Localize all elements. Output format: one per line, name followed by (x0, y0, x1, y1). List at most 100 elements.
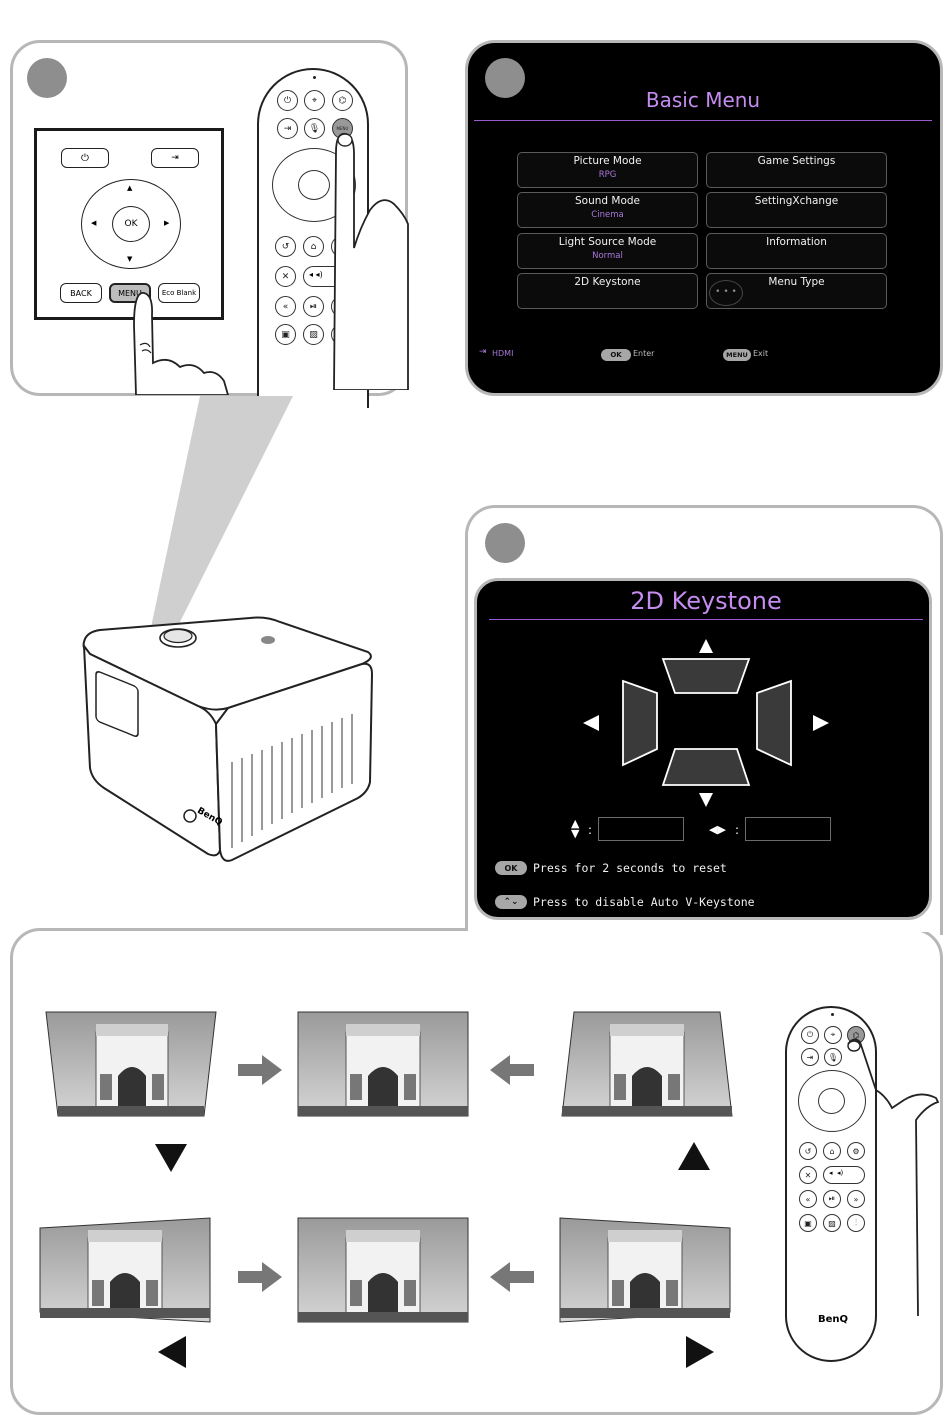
menu-item-picture-mode[interactable]: Picture Mode RPG (517, 152, 698, 188)
volume-rocker[interactable]: ◂ ◂) (823, 1166, 865, 1184)
back-icon[interactable]: ↺ (799, 1142, 817, 1160)
down-arrow-icon: ▼ (127, 255, 133, 263)
remote-control-full: ⏻ ⌖ ⌬ ⇥ 🎙 ↺ ⌂ ⚙ ✕ ◂ ◂) « ⏯ » ▣ ▨ ⫶ BenQ (785, 1006, 877, 1362)
remote-brand-logo: BenQ (817, 1314, 849, 1325)
fast-forward-icon[interactable]: » (847, 1190, 865, 1208)
menu-item-light-source-mode[interactable]: Light Source Mode Normal (517, 233, 698, 269)
photo-corrected-1 (296, 1010, 470, 1118)
arrow-right-icon (238, 1262, 282, 1292)
photo-keystone-left-tall (558, 1216, 732, 1324)
microphone-icon[interactable]: 🎙 (824, 1048, 842, 1066)
arrow-left-icon (490, 1055, 534, 1085)
source-icon: ⇥ (479, 347, 487, 357)
source-label: HDMI (492, 349, 514, 358)
up-triangle-icon (678, 1142, 710, 1170)
zoom-callout-cone (150, 396, 293, 646)
projector-icon[interactable]: ⌬ (332, 90, 353, 111)
step-2-marker (485, 58, 525, 98)
down-triangle-icon (155, 1144, 187, 1172)
microphone-icon[interactable]: 🎙 (304, 118, 325, 139)
step-1-marker (27, 58, 67, 98)
focus-icon[interactable]: ⌖ (304, 90, 325, 111)
auto-keystone-badge: ⌃⌄ (495, 895, 527, 909)
dpad[interactable]: ▲ ▼ ◀ ▶ OK (81, 179, 181, 269)
hand-pointer-illustration (133, 292, 229, 395)
play-pause-icon[interactable]: ⏯ (303, 296, 324, 317)
ok-button[interactable]: OK (112, 206, 150, 242)
more-icon: • • • (709, 280, 743, 306)
projector-illustration (82, 616, 374, 862)
menu-item-2d-keystone[interactable]: 2D Keystone (517, 273, 698, 309)
menu-key-badge: MENU (723, 349, 751, 361)
up-arrow-icon: ▲ (127, 184, 133, 192)
right-arrow-icon (813, 715, 829, 731)
led-indicator (313, 76, 316, 79)
back-icon[interactable]: ↺ (275, 236, 296, 257)
right-triangle-icon (686, 1336, 714, 1368)
focus-icon[interactable]: ⌖ (824, 1026, 842, 1044)
right-arrow-icon: ▶ (164, 219, 170, 227)
menu-item-game-settings[interactable]: Game Settings (706, 152, 887, 188)
source-icon[interactable]: ⇥ (801, 1048, 819, 1066)
mute-icon[interactable]: ✕ (275, 266, 296, 287)
title-divider (474, 120, 932, 121)
photo-keystone-bottom-wide (560, 1010, 734, 1118)
up-arrow-icon (699, 639, 713, 653)
ok-key-badge: OK (601, 349, 631, 361)
equalizer-icon[interactable]: ⫶ (847, 1214, 865, 1232)
basic-menu-screen: Basic Menu (474, 78, 932, 386)
left-arrow-icon: ◀ (91, 219, 97, 227)
left-arrow-icon (583, 715, 599, 731)
menu-action-label: Exit (753, 349, 769, 358)
power-icon[interactable]: ⏻ (277, 90, 298, 111)
video-app-icon[interactable]: ▣ (799, 1214, 817, 1232)
settings-icon[interactable]: ⚙ (847, 1142, 865, 1160)
reset-instruction: Press for 2 seconds to reset (533, 861, 727, 875)
keystone-screen: 2D Keystone ▲▼ : ◀▶ : OK Press for 2 sec… (474, 578, 932, 920)
finger-press-illustration (333, 132, 409, 390)
ok-reset-badge: OK (495, 861, 527, 875)
down-arrow-icon (699, 793, 713, 807)
basic-menu-title: Basic Menu (645, 88, 761, 112)
photo-keystone-top-wide (44, 1010, 218, 1118)
horizontal-keystone-value[interactable] (745, 817, 831, 841)
power-icon: ⏻ (81, 152, 89, 164)
picture-icon[interactable]: ▨ (823, 1214, 841, 1232)
rewind-icon[interactable]: « (275, 296, 296, 317)
home-icon[interactable]: ⌂ (823, 1142, 841, 1160)
menu-item-information[interactable]: Information (706, 233, 887, 269)
vertical-keystone-value[interactable] (598, 817, 684, 841)
ok-action-label: Enter (633, 349, 655, 358)
video-app-icon[interactable]: ▣ (275, 324, 296, 345)
auto-keystone-instruction: Press to disable Auto V-Keystone (533, 895, 755, 909)
source-button[interactable]: ⇥ (151, 148, 199, 168)
power-icon[interactable]: ⏻ (801, 1026, 819, 1044)
menu-item-sound-mode[interactable]: Sound Mode Cinema (517, 192, 698, 228)
back-button[interactable]: BACK (60, 283, 102, 303)
menu-item-menu-type[interactable]: • • • Menu Type (706, 273, 887, 309)
home-icon[interactable]: ⌂ (303, 236, 324, 257)
horizontal-colon: : (735, 823, 740, 837)
source-icon[interactable]: ⇥ (277, 118, 298, 139)
photo-corrected-2 (296, 1216, 470, 1324)
power-button[interactable]: ⏻ (61, 148, 109, 168)
picture-icon[interactable]: ▨ (303, 324, 324, 345)
led-indicator (831, 1013, 834, 1016)
source-icon: ⇥ (171, 153, 179, 163)
rewind-icon[interactable]: « (799, 1190, 817, 1208)
menu-item-settingxchange[interactable]: SettingXchange (706, 192, 887, 228)
remote-ok-button[interactable] (818, 1088, 845, 1114)
left-triangle-icon (158, 1336, 186, 1368)
mute-icon[interactable]: ✕ (799, 1166, 817, 1184)
remote-ok-button[interactable] (298, 170, 330, 200)
panel-join (468, 926, 940, 932)
step-3-marker (485, 523, 525, 563)
photo-keystone-right-tall (38, 1216, 212, 1324)
keystone-title: 2D Keystone (630, 587, 782, 615)
eco-blank-button[interactable]: Eco Blank (158, 283, 200, 303)
vertical-colon: : (588, 823, 593, 837)
play-pause-icon[interactable]: ⏯ (823, 1190, 841, 1208)
remote-dpad[interactable] (798, 1070, 866, 1132)
remote-dpad[interactable] (272, 148, 356, 222)
remote-keypad-zoom: ⏻ ⇥ ▲ ▼ ◀ ▶ OK BACK MENU Eco Blank (34, 128, 224, 320)
